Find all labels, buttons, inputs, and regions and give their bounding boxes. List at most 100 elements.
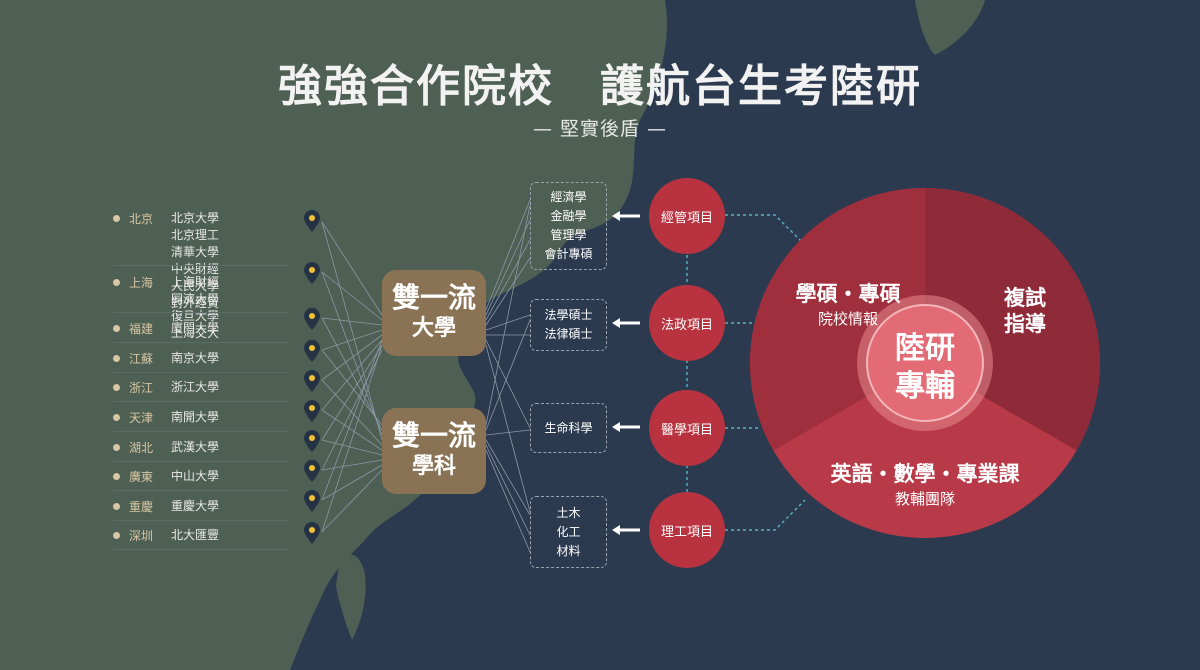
hub-line1: 雙一流 <box>391 419 476 452</box>
subject-item: 材料 <box>556 543 581 558</box>
peninsula <box>300 297 376 350</box>
subject-box-engineering: 土木 化工 材料 <box>530 496 607 568</box>
university-list: 浙江大學 <box>171 379 296 396</box>
divider <box>113 461 288 462</box>
bullet-dot <box>113 215 120 222</box>
category-business: 經管項目 <box>649 178 725 254</box>
subject-item: 生命科學 <box>544 420 593 435</box>
university-name: 上海財經 <box>171 275 220 289</box>
subject-item: 化工 <box>556 524 581 539</box>
university-name: 南京大學 <box>171 351 220 365</box>
university-name: 中山大學 <box>171 469 220 483</box>
city-name: 深圳 <box>129 529 154 543</box>
connector-line <box>321 469 383 533</box>
university-name: 武漢大學 <box>171 440 220 454</box>
university-list: 中山大學 <box>171 468 296 485</box>
bullet-dot <box>113 414 120 421</box>
bottom-sub: 教輔團隊 <box>894 490 955 508</box>
connector-line <box>321 329 383 351</box>
category-engineering: 理工項目 <box>649 492 725 568</box>
city-name: 天津 <box>129 411 154 425</box>
divider <box>113 265 288 266</box>
service-wheel <box>750 188 1100 538</box>
connector-line <box>321 344 383 533</box>
connector-line <box>485 199 531 311</box>
university-name: 上海交大 <box>171 326 220 340</box>
subject-box-medical: 生命科學 <box>530 403 607 453</box>
city-name: 湖北 <box>129 441 154 455</box>
wheel-right-label: 複試 指導 <box>990 285 1060 337</box>
connector-line <box>485 344 531 513</box>
arrow-left-icon <box>612 318 640 328</box>
city-row-zhejiang: 浙江 浙江大學 <box>113 379 288 397</box>
connector-line <box>485 429 531 436</box>
city-row-chongqing: 重慶 重慶大學 <box>113 498 288 516</box>
dotted-link <box>725 214 806 246</box>
city-row-jiangsu: 江蘇 南京大學 <box>113 350 288 368</box>
connector-line <box>321 317 383 431</box>
center-circle <box>866 304 984 422</box>
university-name: 同濟大學 <box>171 292 220 306</box>
connector-line <box>485 204 531 426</box>
location-pin-icon <box>304 490 320 512</box>
hub-line2: 學科 <box>411 454 456 479</box>
bullet-dot <box>113 532 120 539</box>
divider <box>113 520 288 521</box>
university-name: 清華大學 <box>171 245 220 259</box>
center-line2: 專輔 <box>895 369 955 404</box>
connector-line <box>321 271 383 321</box>
subject-item: 土木 <box>556 505 581 520</box>
city-name: 北京 <box>129 212 154 226</box>
arrow-left-icon <box>612 422 640 432</box>
city-name: 廣東 <box>129 470 154 484</box>
hub-line1: 雙一流 <box>391 281 476 314</box>
connector-line <box>485 314 531 331</box>
location-pin-icon <box>304 400 320 422</box>
location-pin-icon <box>304 522 320 544</box>
connector-line <box>485 239 531 321</box>
divider <box>113 401 288 402</box>
city-row-tianjin: 天津 南開大學 <box>113 409 288 427</box>
left-sub: 院校情報 <box>817 310 878 328</box>
subject-item: 法學碩士 <box>544 308 593 322</box>
connector-line <box>321 379 383 446</box>
location-pin-icon <box>304 340 320 362</box>
hub-double-first-class-university: 雙一流 大學 <box>382 270 486 356</box>
university-name: 人民大學 <box>171 279 220 293</box>
city-name: 福建 <box>129 322 154 336</box>
bullet-dot <box>113 325 120 332</box>
connector-line <box>321 344 383 441</box>
location-pin-icon <box>304 262 320 284</box>
wheel-left-label: 學碩・專碩 院校情報 <box>778 280 918 329</box>
divider <box>113 342 288 343</box>
location-pin-icon <box>304 210 320 232</box>
connector-line <box>485 257 531 326</box>
subject-item: 經濟學 <box>550 190 587 204</box>
category-law-politics: 法政項目 <box>649 285 725 361</box>
city-row-fujian: 福建 廈門大學 <box>113 320 288 338</box>
city-name: 浙江 <box>129 381 154 395</box>
bullet-dot <box>113 473 120 480</box>
connector-line <box>321 439 383 456</box>
subject-box-law: 法學碩士 法律碩士 <box>530 299 607 351</box>
connector-line <box>485 444 531 536</box>
location-pin-icon <box>304 460 320 482</box>
dotted-link <box>725 499 806 531</box>
main-title: 強強合作院校 護航台生考陸研 <box>278 61 922 112</box>
left-title: 學碩・專碩 <box>795 282 901 306</box>
bottom-title: 英語・數學・專業課 <box>830 462 1020 486</box>
japan-island <box>915 0 985 55</box>
city-row-hubei: 湖北 武漢大學 <box>113 439 288 457</box>
divider <box>113 372 288 373</box>
university-list: 重慶大學 <box>171 498 296 515</box>
connector-line <box>321 409 383 451</box>
university-name: 北京理工 <box>171 228 220 242</box>
university-list: 南京大學 <box>171 350 296 367</box>
divider <box>113 312 288 313</box>
connector-line <box>321 221 383 441</box>
subject-item: 管理學 <box>550 228 587 242</box>
connector-line <box>321 339 383 411</box>
university-name: 南開大學 <box>171 410 220 424</box>
